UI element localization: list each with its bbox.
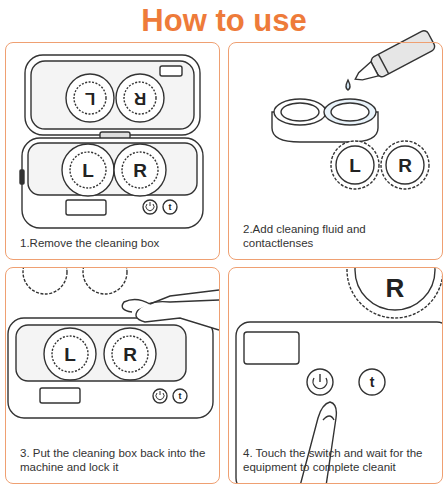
cap-letter: R <box>386 275 405 301</box>
illustration-part <box>66 200 106 215</box>
cap-letter: t <box>370 375 375 389</box>
cap-letter: t <box>169 203 172 212</box>
illustration-part <box>70 152 106 188</box>
illustration-part <box>350 29 436 89</box>
step-caption: 4. Touch the switch and wait for the equ… <box>243 446 432 474</box>
illustration-part <box>124 82 156 114</box>
illustration-part <box>346 80 350 90</box>
illustration-part <box>104 328 156 380</box>
illustration-part <box>274 99 326 125</box>
illustration-part <box>28 143 197 195</box>
illustration-part <box>323 416 334 420</box>
illustration-part <box>112 336 148 372</box>
step-caption: 3. Put the cleaning box back into the ma… <box>20 446 209 474</box>
illustration-part <box>281 103 319 121</box>
illustration-part <box>150 290 219 304</box>
illustration-part <box>16 325 186 381</box>
illustration-part <box>370 29 437 78</box>
cap-letter: L <box>349 156 361 175</box>
cap-letter: L <box>82 161 94 180</box>
illustration-part <box>40 388 80 403</box>
illustration-part <box>352 62 379 86</box>
illustration-part <box>122 299 150 312</box>
illustration-part <box>25 55 200 135</box>
cap-letter: R <box>133 161 147 180</box>
page-title: How to use <box>0 2 448 40</box>
illustration-part <box>336 146 374 184</box>
illustration-part <box>156 391 164 400</box>
illustration-part <box>307 369 333 395</box>
illustration-part <box>122 152 158 188</box>
illustration-part <box>386 146 424 184</box>
illustration-part <box>347 268 442 318</box>
illustration-part <box>236 322 442 483</box>
step-panel: 1.Remove the cleaning box <box>5 42 220 260</box>
illustration-part <box>66 74 114 122</box>
illustration-part <box>331 103 369 121</box>
illustration-part <box>160 66 182 76</box>
illustration-part <box>355 268 435 310</box>
illustration-part <box>114 144 166 196</box>
lens-case <box>272 99 429 189</box>
illustration-part <box>324 99 376 125</box>
cap-letter: R <box>123 345 137 364</box>
step-caption: 2.Add cleaning fluid and contactlenses <box>243 222 432 250</box>
illustration-part <box>52 336 88 372</box>
illustration-part <box>163 200 177 214</box>
device-closeup <box>236 268 442 483</box>
step-panel: 2.Add cleaning fluid and contactlenses <box>228 42 443 260</box>
illustration-part <box>331 141 379 189</box>
illustration-part <box>31 61 194 129</box>
cap-letter: L <box>64 345 76 364</box>
illustration-part <box>20 170 24 184</box>
illustration-part <box>244 332 299 364</box>
illustration-part <box>44 328 96 380</box>
illustration-part <box>173 389 187 403</box>
illustration-part <box>359 369 385 395</box>
illustration-part <box>62 144 114 196</box>
illustration-part <box>381 141 429 189</box>
illustration-part <box>116 74 164 122</box>
illustration-part <box>143 200 157 214</box>
illustration-part <box>74 82 106 114</box>
illustration-part <box>22 138 203 228</box>
step-caption: 1.Remove the cleaning box <box>20 236 209 250</box>
fluid-bottle <box>346 29 436 90</box>
cap-letter: L <box>85 90 95 107</box>
illustration-part <box>83 268 127 294</box>
illustration-part <box>378 54 388 73</box>
cap-letter: R <box>134 90 146 107</box>
illustration-part <box>8 318 213 418</box>
illustration-part <box>313 374 327 389</box>
illustration-part <box>146 202 154 211</box>
illustration-part <box>23 268 67 294</box>
cap-letter: t <box>179 392 182 401</box>
open-device <box>20 55 203 228</box>
step-panel: 4. Touch the switch and wait for the equ… <box>228 267 443 484</box>
cap-letter: R <box>398 156 412 175</box>
closed-device <box>8 268 219 418</box>
illustration-part <box>153 389 167 403</box>
step-panel: 3. Put the cleaning box back into the ma… <box>5 267 220 484</box>
